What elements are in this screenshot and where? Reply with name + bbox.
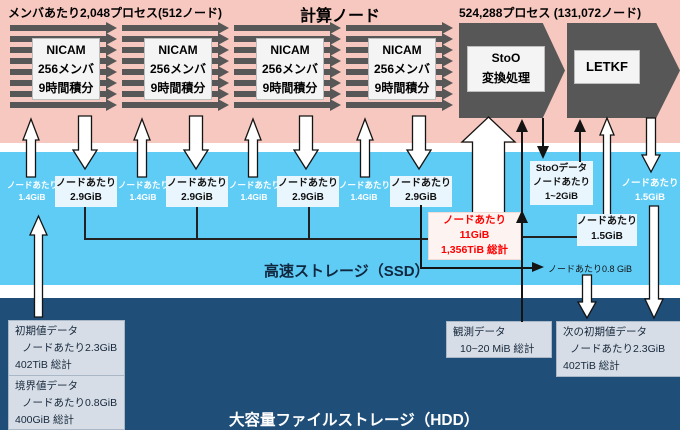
initial-data-box: 初期値データ ノードあたり2.3GiB 402TiB 総計	[8, 320, 125, 377]
stoo-data-box: StoOデータ ノードあたり 1~2GiB	[530, 161, 593, 205]
nicam-box-4: NICAM 256メンバ 9時間積分	[368, 38, 436, 100]
collector-stub-2	[196, 206, 198, 239]
boundary-flow-vline	[420, 205, 422, 268]
process-arrow	[346, 98, 453, 111]
process-arrow	[122, 21, 229, 34]
boundary-flow-hline	[420, 267, 532, 269]
boundary-flow-arrowhead	[532, 262, 544, 272]
obs-data-box: 観測データ 10~20 MiB 総計	[446, 321, 552, 358]
letkf-read-up-arrow	[599, 116, 615, 216]
next-initial-down-arrow-left	[576, 274, 598, 320]
letkf-box: LETKF	[574, 50, 640, 84]
process-arrow	[234, 98, 341, 111]
total-process-label: 524,288プロセス (131,072ノード)	[459, 6, 642, 20]
obs-data-up-arrowhead-top	[516, 119, 528, 132]
read-up-arrow-3	[244, 117, 262, 178]
collector-stub-1	[84, 206, 86, 239]
nicam-box-1: NICAM 256メンバ 9時間積分	[32, 38, 100, 100]
collector-stub-3	[308, 206, 310, 239]
read-up-arrow-2	[133, 117, 151, 178]
process-arrow	[10, 98, 117, 111]
read-up-arrow-1	[22, 117, 40, 178]
read-up-arrow-4	[356, 117, 374, 178]
process-arrow	[122, 98, 229, 111]
write-down-arrow-1	[71, 115, 99, 171]
aggregate-size-box: ノードあたり 11GiB 1,356TiB 総計	[428, 212, 521, 260]
compute-node-title: 計算ノード	[300, 8, 381, 25]
nicam-box-2: NICAM 256メンバ 9時間積分	[144, 38, 212, 100]
letkf-stoo-read-up-arrow-line	[579, 130, 581, 162]
process-arrow	[346, 21, 453, 34]
initial-data-up-arrow	[28, 214, 49, 318]
members-process-label: メンバあたり2,048プロセス(512ノード)	[8, 6, 223, 20]
next-initial-data-box: 次の初期値データ ノードあたり2.3GiB 402TiB 総計	[556, 321, 680, 377]
hdd-band-label: 大容量ファイルストレージ（HDD）	[229, 412, 480, 429]
collector-line	[84, 238, 433, 240]
obs-data-up-arrow-line	[521, 130, 523, 322]
write-down-arrow-4	[405, 115, 433, 171]
stoo-box: StoO 変換処理	[467, 46, 545, 92]
write-down-arrow-2	[182, 115, 210, 171]
letkf-stoo-read-up-arrowhead	[574, 119, 586, 132]
obs-data-up-arrowhead-mid	[516, 210, 528, 223]
letkf-write-down-arrow	[640, 117, 662, 174]
write-down-arrow-3	[292, 115, 320, 171]
stoo-to-letkf-line	[518, 236, 577, 238]
ssd-band-label: 高速ストレージ（SSD）	[264, 263, 430, 280]
stoo-write-down-arrowhead	[537, 146, 549, 159]
boundary-data-box: 境界値データ ノードあたり0.8GiB 400GiB 総計	[8, 375, 125, 430]
process-arrow	[234, 21, 341, 34]
nicam-box-3: NICAM 256メンバ 9時間積分	[256, 38, 324, 100]
process-arrow	[10, 21, 117, 34]
stoo-write-down-arrow-line	[542, 118, 544, 148]
boundary-flow-size-label: ノードあたり0.8 GiB	[548, 264, 633, 274]
next-initial-down-arrow-right	[643, 205, 665, 320]
